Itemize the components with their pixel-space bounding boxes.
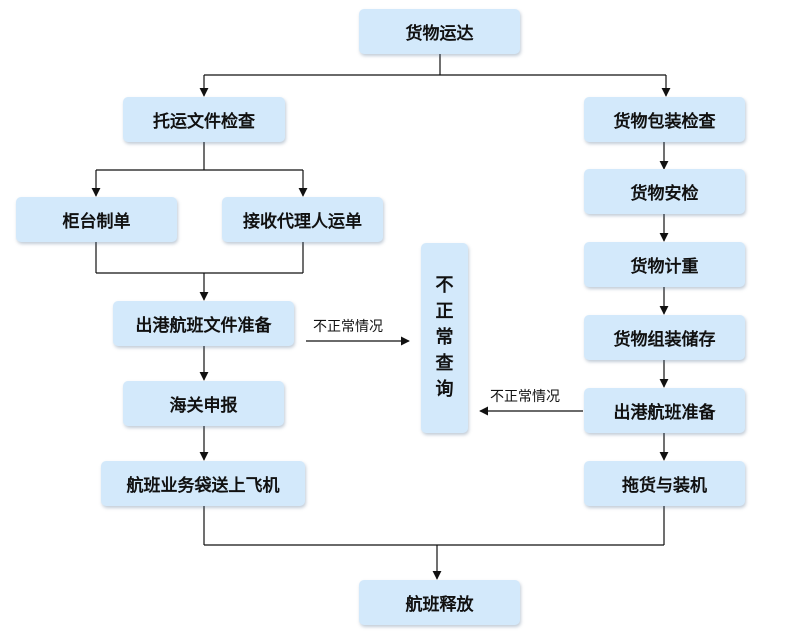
abnormal-query-char: 查	[435, 353, 454, 374]
node-arrival: 货物运达	[359, 9, 520, 54]
abnormal-query-char: 询	[435, 379, 454, 400]
abnormal-query-char: 不	[435, 275, 454, 296]
abnormal-query-char: 正	[435, 301, 454, 322]
edge-label-left-abnormal: 不正常情况	[313, 319, 383, 335]
node-flight-docs: 出港航班文件准备	[113, 301, 294, 346]
node-security: 货物安检	[584, 169, 745, 214]
node-flight-prep: 出港航班准备	[584, 388, 745, 433]
node-agent-waybill: 接收代理人运单	[222, 197, 383, 242]
node-assembly: 货物组装储存	[584, 315, 745, 360]
node-abnormal-query: 不 正 常 查 询	[421, 243, 468, 433]
node-loading: 拖货与装机	[584, 461, 745, 506]
node-weighing: 货物计重	[584, 242, 745, 287]
edge-label-right-abnormal: 不正常情况	[490, 389, 560, 405]
abnormal-query-char: 常	[435, 327, 454, 348]
node-doc-check: 托运文件检查	[123, 97, 285, 142]
node-release: 航班释放	[359, 580, 520, 625]
node-counter: 柜台制单	[16, 197, 177, 242]
node-bag-to-plane: 航班业务袋送上飞机	[101, 461, 305, 506]
node-packing-check: 货物包装检查	[584, 97, 745, 142]
node-customs: 海关申报	[123, 381, 284, 426]
